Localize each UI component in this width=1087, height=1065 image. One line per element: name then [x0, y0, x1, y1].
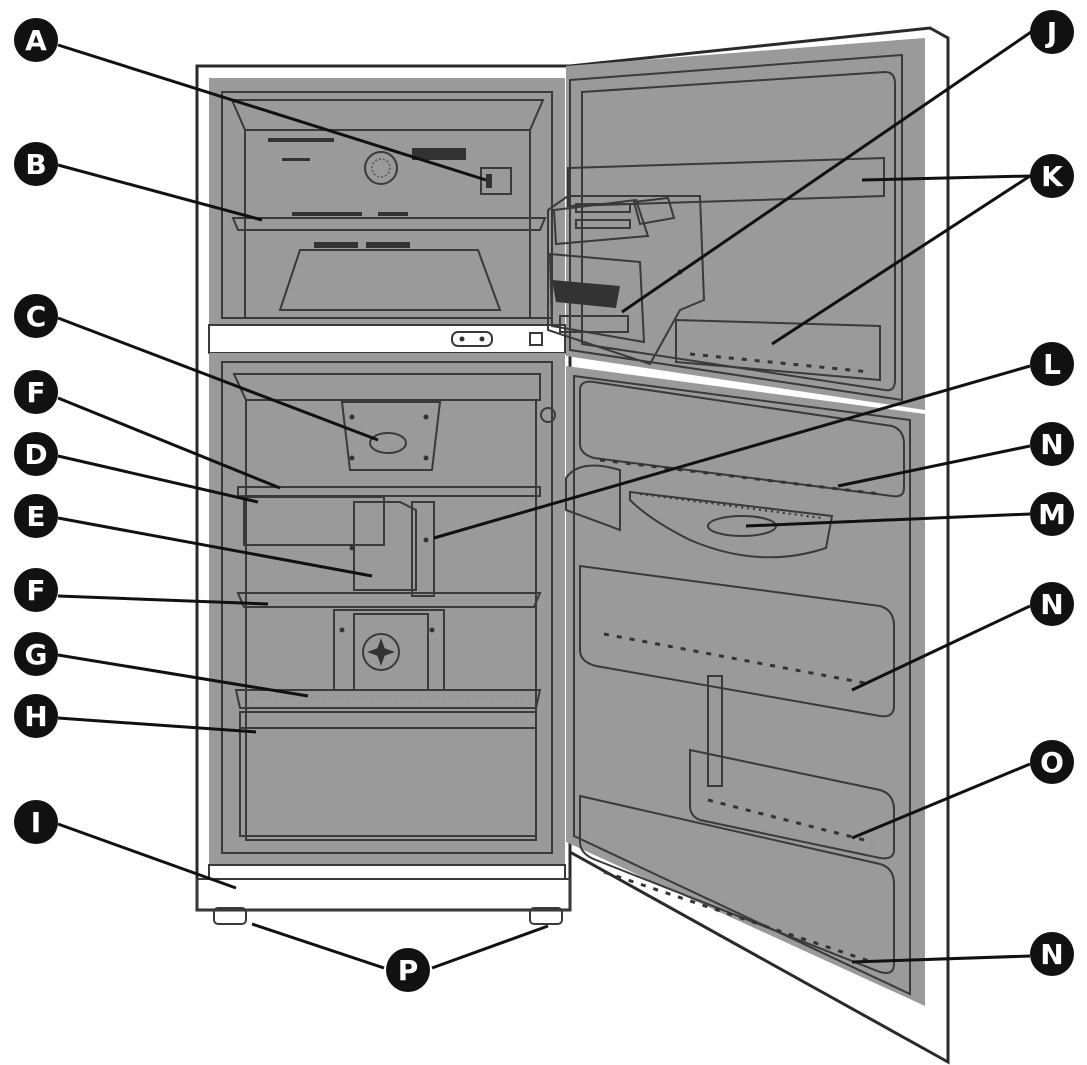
label-n-bottom: N [1030, 932, 1074, 976]
fan-icon [362, 633, 400, 671]
leader-p2 [431, 924, 549, 970]
door-bin-top [579, 380, 905, 498]
label-m-text: M [1038, 498, 1066, 531]
leader-f1 [57, 396, 281, 490]
label-i-text: I [31, 806, 41, 839]
leader-j [621, 28, 1035, 314]
ice-maker [547, 195, 706, 366]
refrigerator-door [547, 26, 950, 1065]
label-j: J [1030, 10, 1074, 54]
crisper-cover [234, 689, 542, 709]
leveling-foot-right [529, 907, 563, 925]
label-p-text: P [398, 954, 419, 987]
leader-p1 [251, 922, 385, 970]
label-n-top-text: N [1040, 428, 1063, 461]
label-k-text: K [1041, 160, 1064, 193]
freezer-door-bin-lower [675, 318, 881, 382]
leader-n2 [851, 604, 1031, 692]
label-f-upper: F [14, 370, 58, 414]
label-o: O [1030, 740, 1074, 784]
leader-g [57, 653, 309, 698]
label-g: G [14, 632, 58, 676]
label-d: D [14, 432, 58, 476]
fridge-light-switch-icon [540, 407, 556, 423]
leader-l [433, 364, 1031, 540]
vegetable-crisper [239, 711, 537, 837]
divider-control-icon [451, 331, 493, 347]
label-h: H [14, 694, 58, 738]
label-n-top: N [1030, 422, 1074, 466]
leader-n3 [851, 954, 1031, 964]
leader-c [57, 316, 379, 442]
dairy-bin [243, 496, 385, 546]
label-h-text: H [24, 700, 47, 733]
label-g-text: G [25, 638, 48, 671]
freezer-shelf [231, 217, 547, 231]
label-c: C [14, 294, 58, 338]
refrigerator-cabinet [195, 64, 572, 925]
label-f-lower-text: F [26, 574, 45, 607]
fridge-lamp-icon [369, 432, 407, 454]
label-a: A [14, 18, 58, 62]
label-b-text: B [25, 148, 46, 181]
label-n-middle: N [1030, 582, 1074, 626]
label-l-text: L [1043, 348, 1061, 381]
label-e-text: E [26, 500, 45, 533]
leader-lines [57, 28, 1035, 970]
leader-n1 [837, 444, 1031, 488]
door-bin-small [689, 748, 895, 860]
leader-d [57, 454, 259, 504]
leader-o [851, 762, 1031, 840]
door-bin-middle [579, 564, 895, 718]
freezer-door-bin-upper [567, 156, 885, 208]
freezer-light-icon [480, 167, 512, 195]
label-d-text: D [24, 438, 47, 471]
label-c-text: C [26, 300, 47, 333]
leader-k1 [861, 174, 1031, 182]
leader-h [57, 716, 257, 734]
label-l: L [1030, 342, 1074, 386]
fridge-shelf-upper [237, 486, 541, 497]
multi-air-flow-duct [353, 501, 417, 591]
leveling-foot-left [213, 907, 247, 925]
leader-f2 [57, 594, 269, 606]
leader-m [745, 512, 1031, 528]
freezer-dial-icon [364, 151, 398, 185]
leader-e [57, 516, 373, 578]
label-j-text: J [1045, 16, 1057, 49]
leader-b [57, 163, 263, 222]
label-p: P [386, 948, 430, 992]
door-dairy-corner [629, 490, 834, 559]
label-b: B [14, 142, 58, 186]
label-i: I [14, 800, 58, 844]
label-f-upper-text: F [26, 376, 45, 409]
label-k: K [1030, 154, 1074, 198]
door-bin-bottom [579, 794, 895, 974]
leader-i [57, 822, 237, 890]
label-n-middle-text: N [1040, 588, 1063, 621]
leader-a [57, 43, 487, 182]
label-a-text: A [25, 24, 47, 57]
leader-k2 [771, 174, 1031, 346]
callout-badges: A B C F D E F G H I J K L N M N O N P [14, 10, 1074, 992]
label-o-text: O [1040, 746, 1064, 779]
label-f-lower: F [14, 568, 58, 612]
label-n-bottom-text: N [1040, 938, 1063, 971]
label-e: E [14, 494, 58, 538]
label-m: M [1030, 492, 1074, 536]
